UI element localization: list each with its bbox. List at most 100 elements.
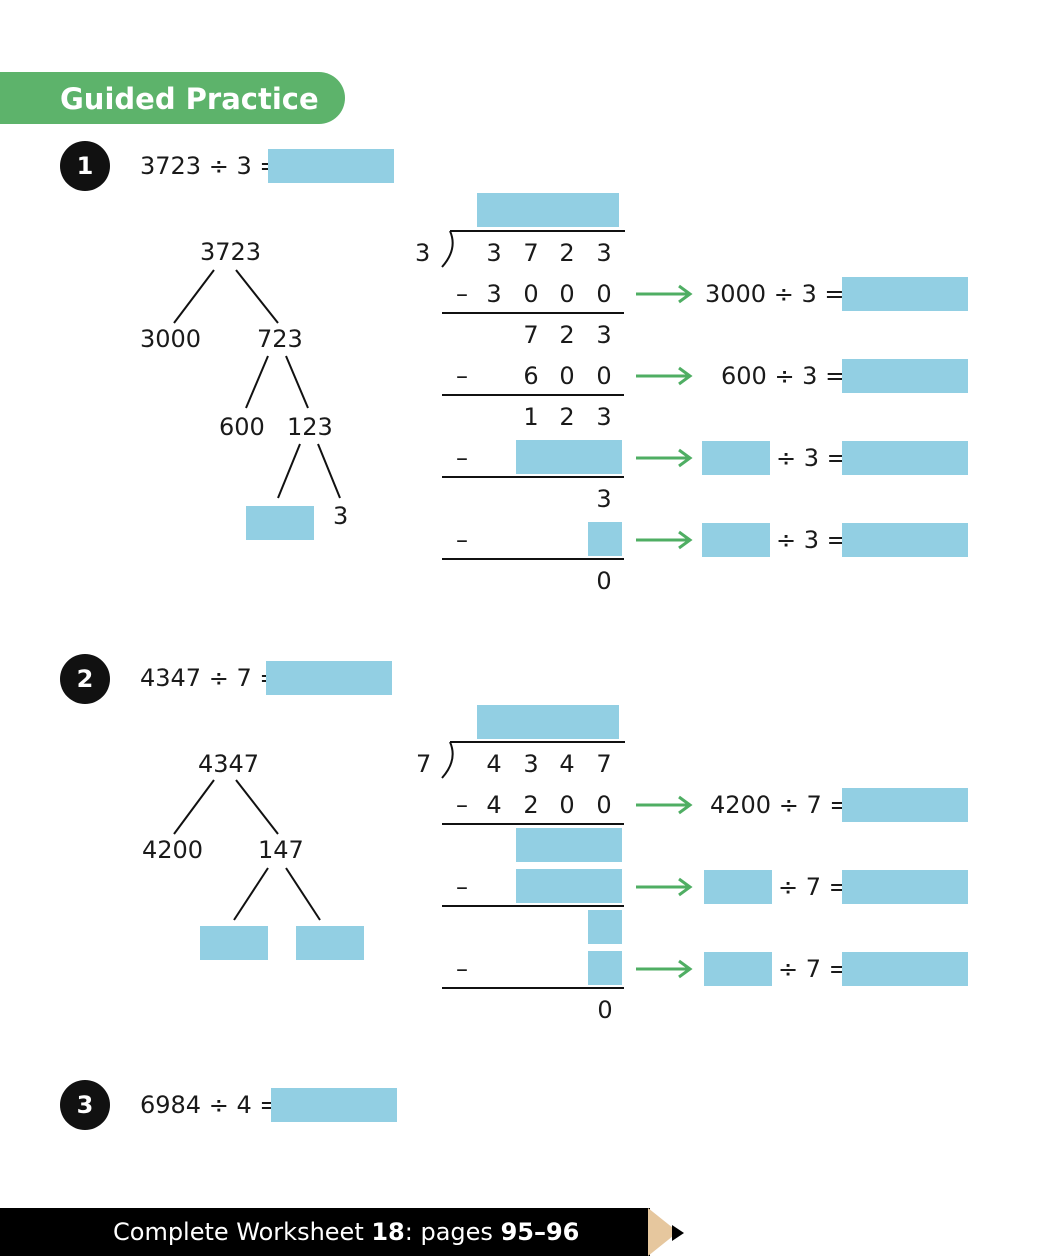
tree-root: 4347 bbox=[198, 750, 260, 778]
tree-left-part: 3000 bbox=[140, 325, 202, 353]
subtract-digit: 4 bbox=[486, 791, 502, 819]
green-arrow-icon bbox=[636, 284, 693, 304]
subtract-blank[interactable] bbox=[588, 951, 622, 985]
subtract-digit: 6 bbox=[523, 362, 539, 390]
section-title: Guided Practice bbox=[60, 82, 319, 116]
side-dividend-blank[interactable] bbox=[702, 441, 770, 475]
side-dividend-blank[interactable] bbox=[704, 952, 772, 986]
side-divide-text: ÷ 7 = bbox=[778, 955, 849, 983]
subtraction-line bbox=[442, 823, 624, 825]
side-answer-blank[interactable] bbox=[842, 441, 968, 475]
problem-number-badge: 2 bbox=[60, 654, 110, 704]
remainder-blank[interactable] bbox=[516, 828, 622, 862]
subtract-digit: 0 bbox=[523, 280, 539, 308]
subtract-blank[interactable] bbox=[516, 440, 622, 474]
section-banner: Guided Practice bbox=[0, 72, 345, 124]
minus-sign: – bbox=[456, 444, 468, 472]
problem-equation: 3723 ÷ 3 = bbox=[140, 152, 280, 180]
remainder-digit: 3 bbox=[596, 485, 612, 513]
quotient-blank[interactable] bbox=[477, 193, 619, 227]
side-equation: 3000 ÷ 3 = bbox=[705, 280, 845, 308]
dividend-digit: 7 bbox=[523, 239, 539, 267]
tree-leaf-right: 3 bbox=[333, 502, 349, 530]
minus-sign: – bbox=[456, 280, 468, 308]
subtract-digit: 0 bbox=[559, 791, 575, 819]
green-arrow-icon bbox=[636, 959, 693, 979]
side-answer-blank[interactable] bbox=[842, 359, 968, 393]
subtraction-line bbox=[442, 476, 624, 478]
side-dividend-blank[interactable] bbox=[704, 870, 772, 904]
side-answer-blank[interactable] bbox=[842, 870, 968, 904]
divisor: 7 bbox=[416, 750, 432, 778]
problem-equation: 4347 ÷ 7 = bbox=[140, 664, 280, 692]
divisor: 3 bbox=[415, 239, 431, 267]
side-answer-blank[interactable] bbox=[842, 277, 968, 311]
division-bracket bbox=[441, 741, 625, 779]
minus-sign: – bbox=[456, 526, 468, 554]
subtraction-line bbox=[442, 905, 624, 907]
page-range: 95–96 bbox=[500, 1218, 580, 1246]
answer-blank[interactable] bbox=[271, 1088, 397, 1122]
side-equation: 4200 ÷ 7 = bbox=[710, 791, 850, 819]
subtract-blank[interactable] bbox=[516, 869, 622, 903]
remainder-digit: 2 bbox=[559, 403, 575, 431]
tree-right-part: 147 bbox=[258, 836, 304, 864]
dividend-digit: 2 bbox=[559, 239, 575, 267]
tree-leaf-blank[interactable] bbox=[200, 926, 268, 960]
side-answer-blank[interactable] bbox=[842, 952, 968, 986]
footer-bar: Complete Worksheet 18: pages 95–96 bbox=[0, 1208, 650, 1256]
remainder-digit: 7 bbox=[523, 321, 539, 349]
dividend-digit: 3 bbox=[523, 750, 539, 778]
remainder-digit: 3 bbox=[596, 321, 612, 349]
subtract-digit: 3 bbox=[486, 280, 502, 308]
subtraction-line bbox=[442, 312, 624, 314]
remainder-blank[interactable] bbox=[588, 910, 622, 944]
minus-sign: – bbox=[456, 791, 468, 819]
quotient-blank[interactable] bbox=[477, 705, 619, 739]
problem-equation: 6984 ÷ 4 = bbox=[140, 1091, 280, 1119]
side-equation: 600 ÷ 3 = bbox=[721, 362, 846, 390]
tree-lines bbox=[173, 269, 341, 499]
answer-blank[interactable] bbox=[268, 149, 394, 183]
subtraction-line bbox=[442, 394, 624, 396]
dividend-digit: 3 bbox=[596, 239, 612, 267]
final-remainder: 0 bbox=[597, 996, 613, 1024]
tree-sub-right: 123 bbox=[287, 413, 333, 441]
tree-right-part: 723 bbox=[257, 325, 303, 353]
tree-left-part: 4200 bbox=[142, 836, 204, 864]
green-arrow-icon bbox=[636, 795, 693, 815]
tree-sub-left: 600 bbox=[219, 413, 265, 441]
problem-number-badge: 3 bbox=[60, 1080, 110, 1130]
subtract-digit: 0 bbox=[596, 280, 612, 308]
side-answer-blank[interactable] bbox=[842, 788, 968, 822]
subtract-digit: 2 bbox=[523, 791, 539, 819]
remainder-digit: 2 bbox=[559, 321, 575, 349]
dividend-digit: 7 bbox=[596, 750, 612, 778]
green-arrow-icon bbox=[636, 877, 693, 897]
tree-root: 3723 bbox=[200, 238, 262, 266]
final-remainder: 0 bbox=[596, 567, 612, 595]
dividend-digit: 3 bbox=[486, 239, 502, 267]
side-divide-text: ÷ 3 = bbox=[776, 444, 847, 472]
subtraction-line bbox=[442, 987, 624, 989]
tree-leaf-blank[interactable] bbox=[296, 926, 364, 960]
subtract-digit: 0 bbox=[596, 791, 612, 819]
answer-blank[interactable] bbox=[266, 661, 392, 695]
green-arrow-icon bbox=[636, 530, 693, 550]
subtract-digit: 0 bbox=[559, 280, 575, 308]
side-dividend-blank[interactable] bbox=[702, 523, 770, 557]
side-answer-blank[interactable] bbox=[842, 523, 968, 557]
pencil-point bbox=[672, 1225, 684, 1241]
subtract-digit: 0 bbox=[559, 362, 575, 390]
subtract-blank[interactable] bbox=[588, 522, 622, 556]
green-arrow-icon bbox=[636, 448, 693, 468]
dividend-digit: 4 bbox=[486, 750, 502, 778]
subtraction-line bbox=[442, 558, 624, 560]
minus-sign: – bbox=[456, 873, 468, 901]
minus-sign: – bbox=[456, 362, 468, 390]
worksheet-number: 18 bbox=[371, 1218, 405, 1246]
problem-number-badge: 1 bbox=[60, 141, 110, 191]
minus-sign: – bbox=[456, 955, 468, 983]
subtract-digit: 0 bbox=[596, 362, 612, 390]
tree-leaf-blank[interactable] bbox=[246, 506, 314, 540]
